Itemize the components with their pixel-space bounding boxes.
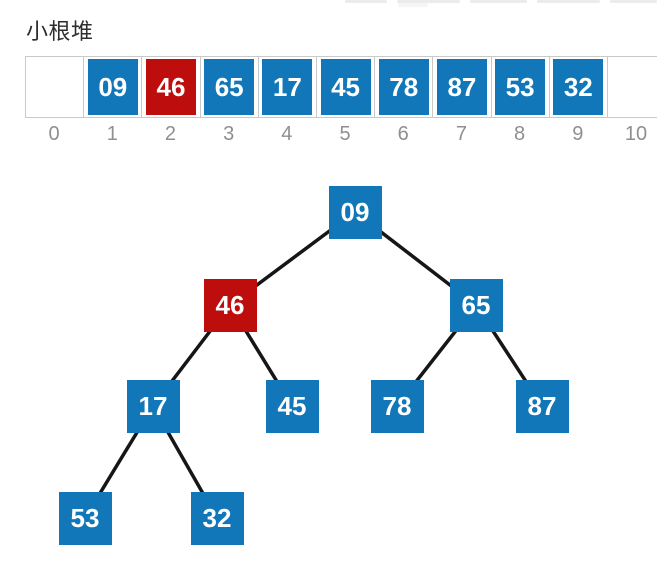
tree-edge (353, 210, 478, 307)
tree-edge (474, 304, 544, 407)
tree-edge (151, 405, 219, 519)
array-index-label: 9 (572, 123, 584, 145)
array-index-label: 2 (164, 123, 177, 145)
array-value-box: 32 (553, 59, 604, 115)
array-index-label: 4 (281, 123, 293, 145)
cutoff-toolbar-fragment (345, 0, 387, 3)
array-cell: 87 (433, 57, 492, 117)
array-cell: 78 (375, 57, 434, 117)
array-index-label: 10 (624, 123, 648, 145)
array-value-box: 45 (320, 59, 371, 115)
tree-edge (228, 210, 357, 307)
array-value-box: 17 (262, 59, 313, 115)
cutoff-toolbar-fragment (537, 0, 600, 3)
tree-edge (228, 304, 294, 407)
array-cell: 46 (142, 57, 201, 117)
array-index-label: 1 (106, 123, 118, 145)
cutoff-toolbar-smudge (398, 3, 428, 7)
array-value-box: 87 (436, 59, 487, 115)
array-cell: 09 (84, 57, 143, 117)
array-index-label: 7 (455, 123, 467, 145)
array-index-label: 3 (223, 123, 235, 145)
array-index-label: 0 (48, 123, 60, 145)
array-cell: 45 (317, 57, 376, 117)
array-cell: 53 (492, 57, 550, 117)
array-index-label: 6 (397, 123, 409, 145)
array-cell: 17 (259, 57, 317, 117)
array-value-box: 09 (87, 59, 138, 115)
array-value-box: 53 (495, 59, 546, 115)
array-value-box: 65 (204, 59, 255, 115)
array-value-box: 78 (378, 59, 429, 115)
cutoff-toolbar-fragment (470, 0, 527, 3)
tree-edge (151, 303, 232, 408)
cutoff-toolbar-fragment (397, 0, 460, 3)
array-index-label: 8 (514, 123, 526, 145)
array-cell-empty (26, 57, 85, 117)
array-cell: 32 (550, 57, 608, 117)
array-index-row: 0 1 2 3 4 5 6 7 8 9 10 (25, 123, 657, 146)
tree-edge (83, 405, 155, 519)
array-index-label: 5 (339, 123, 351, 145)
array-cell: 65 (201, 57, 259, 117)
cutoff-toolbar-fragment (610, 0, 657, 3)
page-title: 小根堆 (26, 19, 94, 44)
tree-edge (395, 303, 478, 408)
array-value-box-highlighted: 46 (145, 59, 196, 115)
